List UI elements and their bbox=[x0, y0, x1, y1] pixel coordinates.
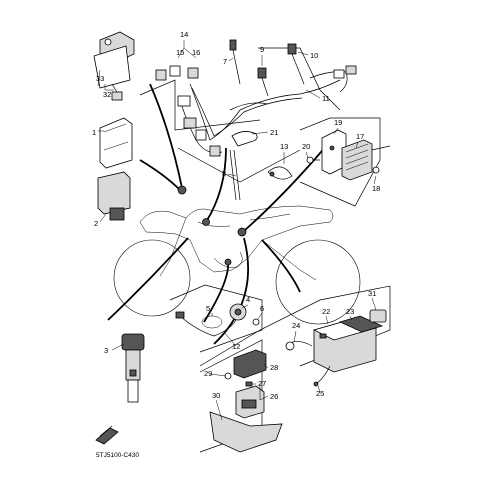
callout-10: 10 bbox=[310, 51, 318, 60]
callout-ticks bbox=[97, 40, 377, 421]
part-7-sensor-lead bbox=[229, 39, 241, 85]
part-20-bolt bbox=[306, 156, 320, 164]
part-28-relay-cover bbox=[233, 349, 267, 379]
motorcycle-outline bbox=[113, 205, 361, 325]
part-4-sensor bbox=[229, 303, 247, 321]
callout-22: 22 bbox=[322, 307, 330, 316]
callout-26: 26 bbox=[270, 392, 278, 401]
part-33-cdi-bracket bbox=[93, 31, 135, 101]
manual-icon bbox=[95, 425, 119, 445]
swingarm bbox=[261, 239, 317, 281]
part-1-cdi-cover bbox=[99, 117, 133, 169]
part-10-connector bbox=[287, 43, 305, 85]
part-23-battery-band bbox=[338, 315, 384, 333]
box-sensor bbox=[169, 284, 263, 353]
callout-15: 15 bbox=[176, 48, 184, 57]
front-fork bbox=[159, 217, 187, 277]
mount-point-2 bbox=[202, 218, 210, 226]
part-27-fuse bbox=[245, 381, 253, 387]
leader-coil bbox=[107, 237, 189, 321]
frame-lines bbox=[197, 213, 291, 227]
callout-3: 3 bbox=[104, 346, 108, 355]
part-15-16-connectors bbox=[155, 65, 221, 157]
mount-point-4 bbox=[224, 258, 232, 266]
part-11-harness-branch bbox=[309, 65, 357, 93]
front-wheel bbox=[113, 239, 191, 317]
diagram-code: 5TJ5100-C430 bbox=[96, 452, 139, 459]
rear-wheel bbox=[275, 239, 361, 325]
part-30-cover bbox=[209, 411, 283, 453]
callout-17: 17 bbox=[356, 132, 364, 141]
part-13-lead-wire bbox=[267, 166, 293, 180]
motorcycle-body bbox=[139, 205, 334, 273]
callout-7: 7 bbox=[223, 57, 227, 66]
part-6-bolt bbox=[252, 318, 260, 326]
part-21-clip bbox=[231, 131, 258, 147]
callout-28: 28 bbox=[270, 363, 278, 372]
part-24-lead bbox=[285, 341, 313, 351]
leader-battery-box bbox=[213, 237, 250, 345]
part-3-ignition-coil bbox=[121, 333, 145, 403]
callout-5: 5 bbox=[206, 304, 210, 313]
part-25-lead bbox=[313, 365, 331, 387]
callout-32: 32 bbox=[103, 90, 111, 99]
part-26-starter-relay bbox=[235, 385, 265, 419]
callout-19: 19 bbox=[334, 118, 342, 127]
callout-21: 21 bbox=[270, 128, 278, 137]
mount-point-1 bbox=[177, 185, 187, 195]
part-2-cdi-unit bbox=[97, 171, 131, 221]
callout-13: 13 bbox=[280, 142, 288, 151]
part-9-connector bbox=[257, 67, 269, 97]
leader-battery bbox=[261, 239, 301, 293]
callout-11: 11 bbox=[322, 94, 330, 103]
engine-outline bbox=[213, 251, 243, 269]
leader-harness bbox=[205, 147, 227, 223]
group-box-lines bbox=[139, 47, 391, 453]
box-harness-bottom bbox=[177, 147, 301, 183]
leader-lines bbox=[107, 83, 339, 345]
callout-8: 8 bbox=[222, 169, 226, 178]
callout-4: 4 bbox=[246, 295, 250, 304]
callout-27: 27 bbox=[258, 379, 266, 388]
callout-labels: 33 32 1 2 14 15 16 7 9 10 11 21 13 8 19 … bbox=[92, 30, 380, 401]
callout-33: 33 bbox=[96, 74, 104, 83]
leader-cdi bbox=[139, 159, 181, 191]
box-rectifier bbox=[299, 117, 381, 207]
part-31-cap bbox=[369, 309, 387, 323]
mount-point-3 bbox=[237, 227, 247, 237]
callout-14: 14 bbox=[180, 30, 188, 39]
callout-30: 30 bbox=[212, 391, 220, 400]
callout-2: 2 bbox=[94, 219, 98, 228]
callout-29: 29 bbox=[204, 369, 212, 378]
part-12-lead bbox=[175, 311, 237, 337]
callout-31: 31 bbox=[368, 289, 376, 298]
part-18-bolt bbox=[372, 166, 380, 174]
part-17-rectifier-regulator bbox=[341, 139, 391, 181]
callout-23: 23 bbox=[346, 307, 354, 316]
callout-1: 1 bbox=[92, 128, 96, 137]
callout-16: 16 bbox=[192, 48, 200, 57]
leader-cdi-bracket bbox=[149, 83, 183, 189]
callout-25: 25 bbox=[316, 389, 324, 398]
callout-12: 12 bbox=[232, 342, 240, 351]
box-harness-right bbox=[258, 47, 341, 111]
callout-6: 6 bbox=[260, 304, 264, 313]
callout-9: 9 bbox=[260, 45, 264, 54]
callout-18: 18 bbox=[372, 184, 380, 193]
callout-24: 24 bbox=[292, 321, 300, 330]
part-14-wire-harness bbox=[179, 79, 341, 154]
box-harness-left bbox=[139, 79, 261, 131]
callout-20: 20 bbox=[302, 142, 310, 151]
leader-sensor bbox=[203, 261, 229, 323]
